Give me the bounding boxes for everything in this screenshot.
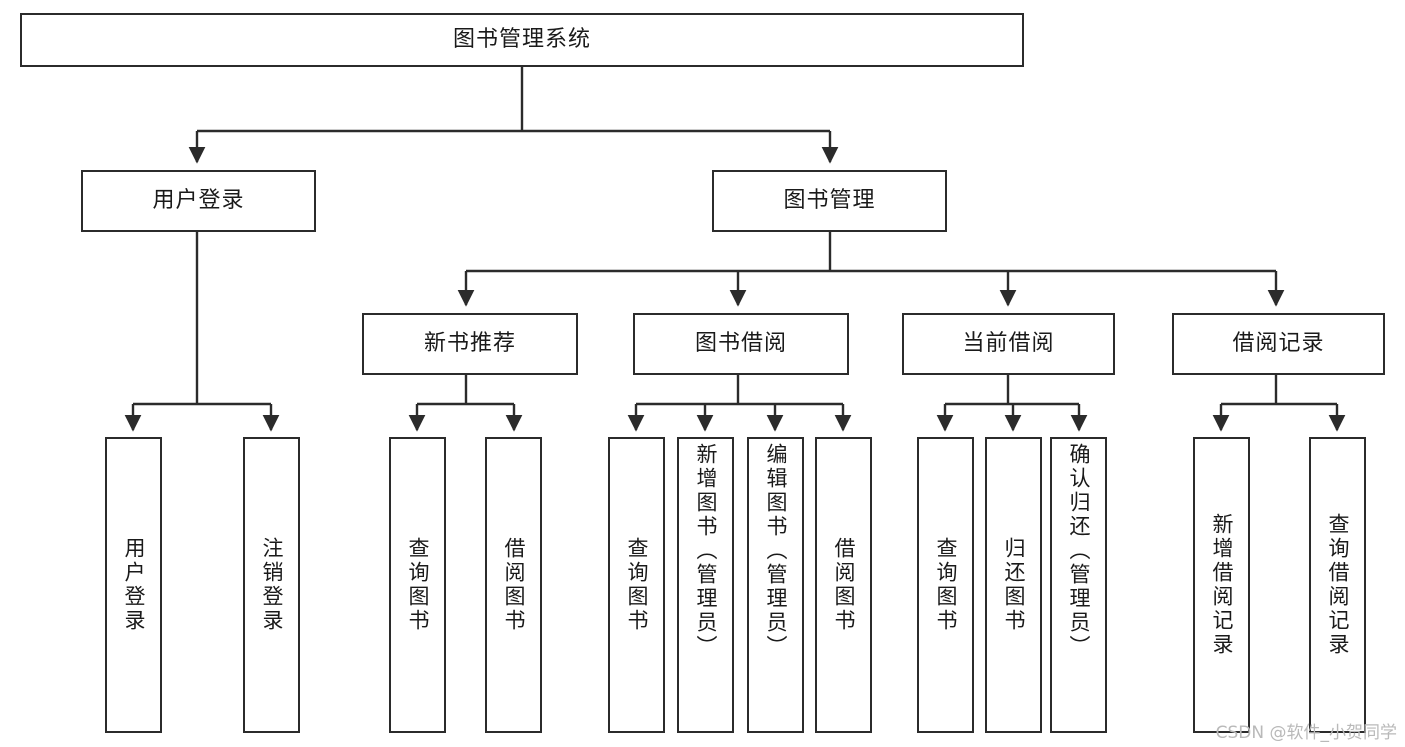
leaf-user-login-logout[interactable]: 注销登录 bbox=[243, 437, 300, 733]
leaf-book-borrow-add-book-admin[interactable]: 新增图书（管理员） bbox=[677, 437, 734, 733]
node-label: 用户登录 bbox=[152, 187, 245, 213]
node-label: 图书管理 bbox=[783, 187, 876, 213]
node-book-management[interactable]: 图书管理 bbox=[712, 170, 947, 232]
node-label: 图书借阅 bbox=[694, 330, 787, 356]
leaf-new-book-query-book[interactable]: 查询图书 bbox=[389, 437, 446, 733]
leaf-current-borrow-query-book[interactable]: 查询图书 bbox=[917, 437, 974, 733]
leaf-borrow-record-add-record[interactable]: 新增借阅记录 bbox=[1193, 437, 1250, 733]
node-label: 查询图书 bbox=[406, 537, 430, 633]
node-label: 确认归还（管理员） bbox=[1067, 443, 1091, 659]
node-current-borrow[interactable]: 当前借阅 bbox=[902, 313, 1115, 375]
node-label: 借阅图书 bbox=[502, 537, 526, 633]
leaf-user-login-login[interactable]: 用户登录 bbox=[105, 437, 162, 733]
node-new-book-recommend[interactable]: 新书推荐 bbox=[362, 313, 578, 375]
node-label: 查询图书 bbox=[934, 537, 958, 633]
leaf-current-borrow-return-book[interactable]: 归还图书 bbox=[985, 437, 1042, 733]
leaf-book-borrow-borrow-book[interactable]: 借阅图书 bbox=[815, 437, 872, 733]
node-label: 编辑图书（管理员） bbox=[764, 443, 788, 659]
node-label: 图书管理系统 bbox=[452, 26, 591, 52]
node-label: 借阅图书 bbox=[832, 537, 856, 633]
node-label: 新增图书（管理员） bbox=[694, 443, 718, 659]
node-root-book-management-system[interactable]: 图书管理系统 bbox=[20, 13, 1024, 67]
leaf-current-borrow-confirm-return-admin[interactable]: 确认归还（管理员） bbox=[1050, 437, 1107, 733]
leaf-book-borrow-edit-book-admin[interactable]: 编辑图书（管理员） bbox=[747, 437, 804, 733]
leaf-borrow-record-query-record[interactable]: 查询借阅记录 bbox=[1309, 437, 1366, 733]
node-book-borrow[interactable]: 图书借阅 bbox=[633, 313, 849, 375]
node-borrow-record[interactable]: 借阅记录 bbox=[1172, 313, 1385, 375]
watermark: CSDN @软件_小贺同学 bbox=[1215, 723, 1397, 743]
node-label: 注销登录 bbox=[260, 537, 284, 633]
node-label: 查询借阅记录 bbox=[1326, 513, 1350, 657]
node-label: 借阅记录 bbox=[1232, 330, 1325, 356]
node-label: 当前借阅 bbox=[962, 330, 1055, 356]
node-label: 归还图书 bbox=[1002, 537, 1026, 633]
node-label: 新书推荐 bbox=[423, 330, 516, 356]
leaf-new-book-borrow-book[interactable]: 借阅图书 bbox=[485, 437, 542, 733]
node-label: 用户登录 bbox=[122, 537, 146, 633]
leaf-book-borrow-query-book[interactable]: 查询图书 bbox=[608, 437, 665, 733]
node-user-login[interactable]: 用户登录 bbox=[81, 170, 316, 232]
node-label: 新增借阅记录 bbox=[1210, 513, 1234, 657]
node-label: 查询图书 bbox=[625, 537, 649, 633]
